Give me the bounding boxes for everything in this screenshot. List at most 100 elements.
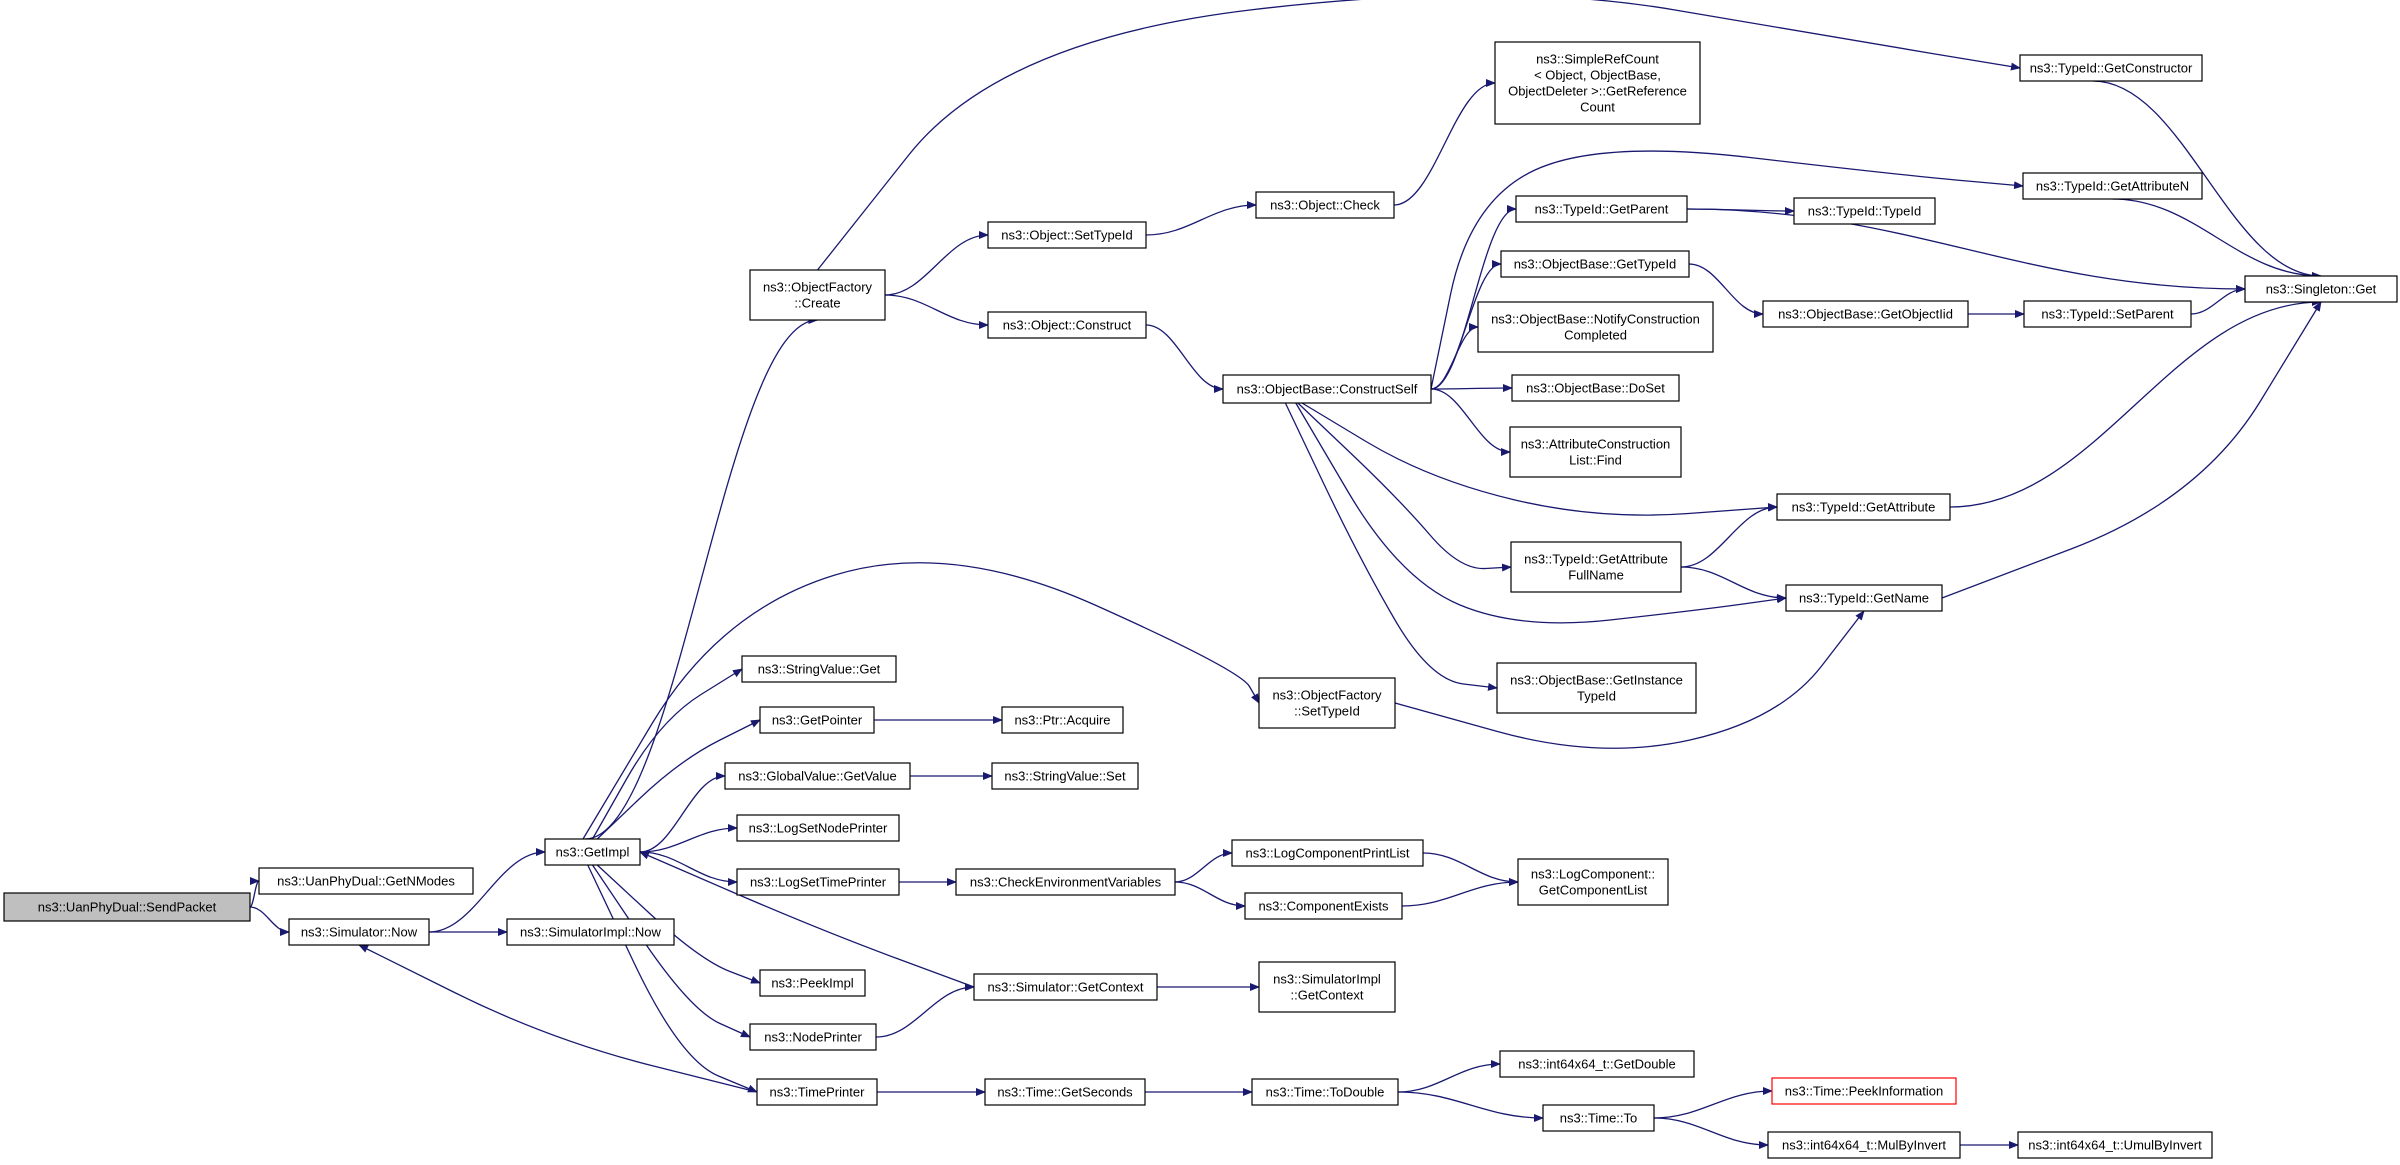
node-label: ns3::Time::ToDouble xyxy=(1266,1085,1385,1100)
node-getattributen[interactable]: ns3::TypeId::GetAttributeN xyxy=(2022,172,2203,200)
node-box xyxy=(987,221,1147,249)
node-label: ns3::StringValue::Get xyxy=(758,662,881,677)
edge-ofcreate-to-getconstructor xyxy=(816,0,2021,271)
node-simplerefcount[interactable]: ns3::SimpleRefCount< Object, ObjectBase,… xyxy=(1494,41,1701,125)
node-peekimpl[interactable]: ns3::PeekImpl xyxy=(759,969,866,997)
node-box xyxy=(1477,301,1714,353)
node-objcheck[interactable]: ns3::Object::Check xyxy=(1255,191,1395,219)
edge-getattrfullname-to-getattribute xyxy=(1680,503,1778,568)
node-getattribute[interactable]: ns3::TypeId::GetAttribute xyxy=(1776,493,1951,521)
node-simimplnow[interactable]: ns3::SimulatorImpl::Now xyxy=(506,918,675,946)
node-box xyxy=(2022,172,2203,200)
node-label: ns3::CheckEnvironmentVariables xyxy=(970,875,1162,890)
edge-getimpl-to-timeprinter xyxy=(587,864,758,1093)
node-label: ns3::int64x64_t::UmulByInvert xyxy=(2028,1138,2202,1153)
node-stringvalueget[interactable]: ns3::StringValue::Get xyxy=(741,655,897,683)
node-label: ns3::SimulatorImpl::Now xyxy=(520,925,661,940)
node-int64getdouble[interactable]: ns3::int64x64_t::GetDouble xyxy=(1499,1050,1695,1078)
node-ofcreate[interactable]: ns3::ObjectFactory::Create xyxy=(749,269,886,321)
node-getimpl[interactable]: ns3::GetImpl xyxy=(544,838,641,866)
node-label: ns3::TypeId::GetAttributeN xyxy=(2036,179,2189,194)
node-notifyconstruction[interactable]: ns3::ObjectBase::NotifyConstructionCompl… xyxy=(1477,301,1714,353)
node-timeto[interactable]: ns3::Time::To xyxy=(1542,1104,1655,1132)
node-box xyxy=(1494,41,1701,125)
node-logsetnodeprinter[interactable]: ns3::LogSetNodePrinter xyxy=(736,814,900,842)
node-label: ::GetContext xyxy=(1291,988,1364,1003)
node-timetodouble[interactable]: ns3::Time::ToDouble xyxy=(1251,1078,1399,1106)
node-box xyxy=(1762,300,1969,328)
node-timegetseconds[interactable]: ns3::Time::GetSeconds xyxy=(984,1078,1146,1106)
node-label: ns3::int64x64_t::GetDouble xyxy=(1518,1057,1676,1072)
node-box xyxy=(1509,426,1682,478)
edge-getparent-to-singletonget xyxy=(1686,208,2246,293)
node-peekinformation[interactable]: ns3::Time::PeekInformation xyxy=(1771,1077,1957,1105)
node-getname[interactable]: ns3::TypeId::GetName xyxy=(1785,584,1943,612)
edge-constructself-to-getattribute xyxy=(1301,402,1778,516)
node-label: ns3::Simulator::Now xyxy=(301,925,418,940)
node-getpointer[interactable]: ns3::GetPointer xyxy=(759,706,875,734)
edge-checkenv-to-componentexists xyxy=(1174,881,1246,910)
node-ptracquire[interactable]: ns3::Ptr::Acquire xyxy=(1001,706,1124,734)
node-box xyxy=(1515,195,1688,223)
edge-objcheck-to-simplerefcount xyxy=(1393,79,1496,206)
node-box xyxy=(544,838,641,866)
node-label: List::Find xyxy=(1569,453,1622,468)
node-nodeprinter[interactable]: ns3::NodePrinter xyxy=(749,1023,877,1051)
edge-getattribute-to-singletonget xyxy=(1949,298,2322,508)
node-box xyxy=(1251,1078,1399,1106)
node-globalvaluegetvalue[interactable]: ns3::GlobalValue::GetValue xyxy=(724,762,911,790)
node-box xyxy=(1222,374,1432,404)
node-singletonget[interactable]: ns3::Singleton::Get xyxy=(2244,275,2398,303)
node-box xyxy=(1500,250,1690,278)
node-logsettimeprinter[interactable]: ns3::LogSetTimePrinter xyxy=(736,868,900,896)
node-label: ns3::Ptr::Acquire xyxy=(1014,713,1110,728)
node-logcompprintlist[interactable]: ns3::LogComponentPrintList xyxy=(1231,839,1424,867)
node-getconstructor[interactable]: ns3::TypeId::GetConstructor xyxy=(2019,54,2203,82)
node-box xyxy=(1542,1104,1655,1132)
node-label: ns3::GetPointer xyxy=(772,713,863,728)
node-getcomponentlist[interactable]: ns3::LogComponent::GetComponentList xyxy=(1517,858,1669,906)
node-getnmodes[interactable]: ns3::UanPhyDual::GetNModes xyxy=(258,867,474,895)
node-doset[interactable]: ns3::ObjectBase::DoSet xyxy=(1511,374,1680,402)
node-ofsettypeid[interactable]: ns3::ObjectFactory::SetTypeId xyxy=(1258,677,1396,729)
node-label: ObjectDeleter >::GetReference xyxy=(1508,84,1687,99)
node-root[interactable]: ns3::UanPhyDual::SendPacket xyxy=(3,892,251,922)
node-simgetcontext[interactable]: ns3::Simulator::GetContext xyxy=(973,973,1158,1001)
node-label: ns3::Object::SetTypeId xyxy=(1001,228,1133,243)
node-componentexists[interactable]: ns3::ComponentExists xyxy=(1244,892,1403,920)
node-mulbyinvert[interactable]: ns3::int64x64_t::MulByInvert xyxy=(1767,1131,1961,1159)
node-box xyxy=(1511,374,1680,402)
node-getobjectiid[interactable]: ns3::ObjectBase::GetObjectIid xyxy=(1762,300,1969,328)
edge-constructself-to-getattrfullname xyxy=(1297,402,1512,572)
node-box xyxy=(759,969,866,997)
node-label: ns3::ObjectBase::DoSet xyxy=(1526,381,1665,396)
node-umulbyinvert[interactable]: ns3::int64x64_t::UmulByInvert xyxy=(2017,1131,2213,1159)
node-box xyxy=(1258,961,1396,1013)
node-simnow[interactable]: ns3::Simulator::Now xyxy=(288,918,430,946)
node-box xyxy=(2017,1131,2213,1159)
node-setparent[interactable]: ns3::TypeId::SetParent xyxy=(2023,300,2192,328)
node-label: ns3::ObjectBase::GetInstance xyxy=(1510,673,1683,688)
node-objsettypeid[interactable]: ns3::Object::SetTypeId xyxy=(987,221,1147,249)
node-label: ns3::LogSetNodePrinter xyxy=(749,821,888,836)
node-stringvalueset[interactable]: ns3::StringValue::Set xyxy=(991,762,1139,790)
node-obgettypeid[interactable]: ns3::ObjectBase::GetTypeId xyxy=(1500,250,1690,278)
node-box xyxy=(2244,275,2398,303)
node-constructself[interactable]: ns3::ObjectBase::ConstructSelf xyxy=(1222,374,1432,404)
node-getparent[interactable]: ns3::TypeId::GetParent xyxy=(1515,195,1688,223)
edge-checkenv-to-logcompprintlist xyxy=(1174,849,1233,883)
node-timeprinter[interactable]: ns3::TimePrinter xyxy=(756,1078,878,1106)
node-objconstruct[interactable]: ns3::Object::Construct xyxy=(987,311,1147,339)
node-simimplgetcontext[interactable]: ns3::SimulatorImpl::GetContext xyxy=(1258,961,1396,1013)
edge-layer xyxy=(249,0,2322,1149)
node-typeidctor[interactable]: ns3::TypeId::TypeId xyxy=(1793,197,1936,225)
edge-objsettypeid-to-objcheck xyxy=(1145,201,1257,236)
node-checkenv[interactable]: ns3::CheckEnvironmentVariables xyxy=(955,868,1176,896)
edge-getimpl-to-getpointer xyxy=(596,719,761,840)
node-label: ns3::AttributeConstruction xyxy=(1521,437,1671,452)
node-box xyxy=(1244,892,1403,920)
node-label: ns3::PeekImpl xyxy=(771,976,853,991)
